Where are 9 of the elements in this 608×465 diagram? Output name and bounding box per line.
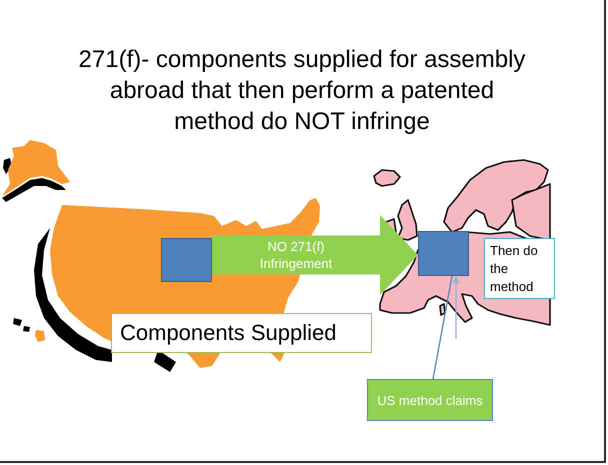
slide-title: 271(f)- components supplied for assembly abroad that then perform a patented method do NOT infringe <box>78 45 526 137</box>
square-marker <box>161 238 212 282</box>
label-box: Components Supplied <box>111 313 372 353</box>
note-box: Then do the method <box>484 238 555 299</box>
square-marker <box>418 231 469 276</box>
edge-label: NO 271(f) Infringement <box>258 238 334 272</box>
callout-box: US method claims <box>367 379 493 421</box>
arrow <box>452 276 460 339</box>
leader-line <box>432 276 453 380</box>
